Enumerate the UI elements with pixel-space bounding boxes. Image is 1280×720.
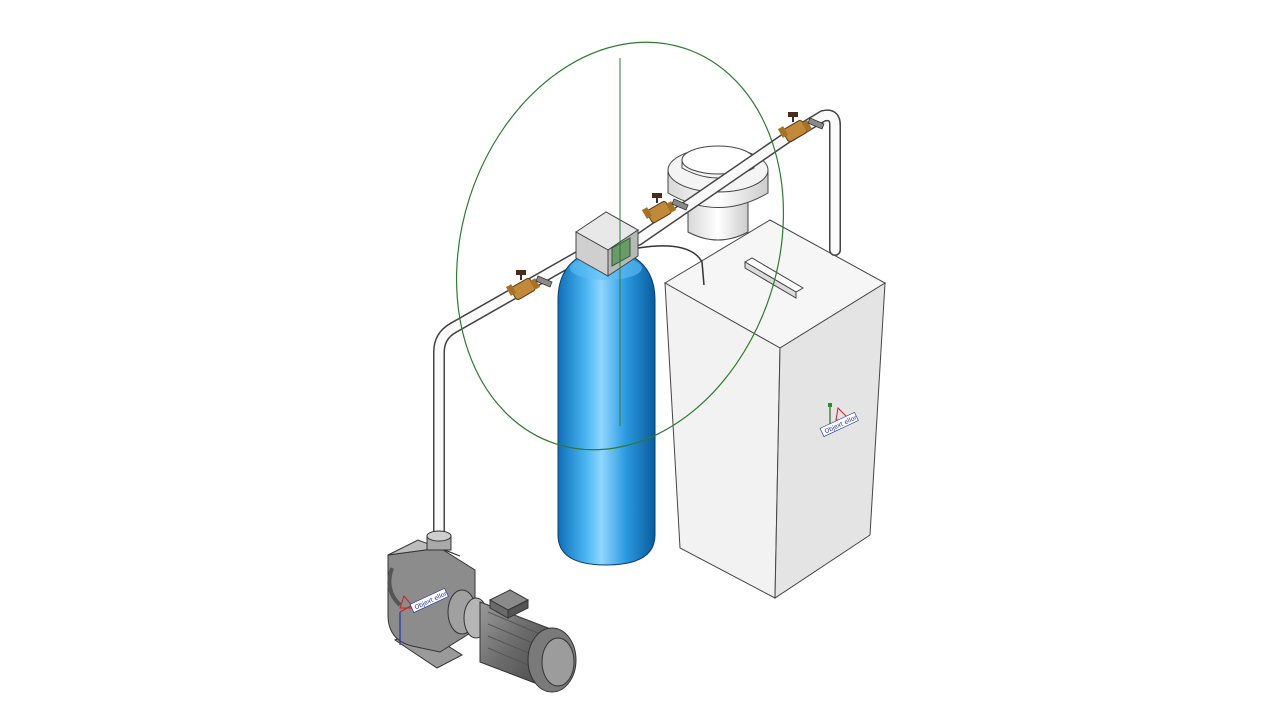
- ball-valve-left[interactable]: [505, 270, 553, 301]
- pipe-right-riser: [784, 109, 841, 256]
- ball-valve-right[interactable]: [777, 112, 825, 143]
- control-valve-block[interactable]: [575, 211, 639, 277]
- rotation-gizmo[interactable]: [405, 0, 834, 493]
- ball-valve-middle[interactable]: [641, 193, 689, 224]
- filter-tank[interactable]: [557, 247, 656, 566]
- brine-cabinet[interactable]: [664, 219, 886, 599]
- pipe-left: [433, 244, 593, 545]
- pipe-upper: [632, 126, 801, 246]
- drain-hose: [637, 245, 705, 286]
- pump-assembly[interactable]: [387, 530, 577, 693]
